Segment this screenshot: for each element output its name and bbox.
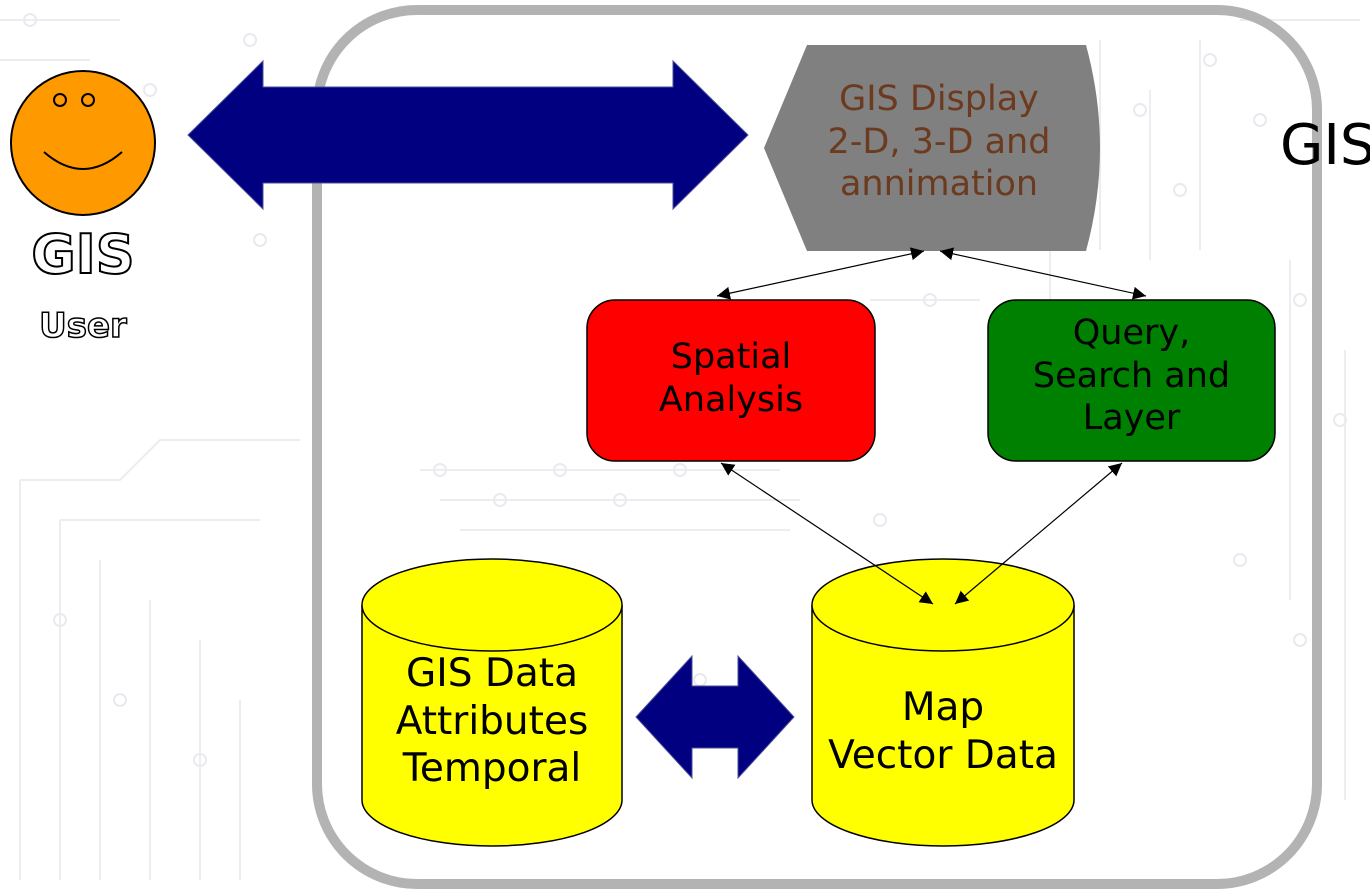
gis-display-label: GIS Display 2-D, 3-D and annimation xyxy=(764,78,1114,206)
spatial-analysis-label: Spatial Analysis xyxy=(587,336,875,421)
query-search-layer-label: Query, Search and Layer xyxy=(988,312,1275,440)
user-title-label: GIS xyxy=(30,222,135,287)
spatial-analysis-line-2: Analysis xyxy=(658,379,804,420)
gis-display-line-2: 2-D, 3-D and xyxy=(827,121,1051,162)
gis-data-line-3: Temporal xyxy=(402,746,582,792)
map-data-line-2: Vector Data xyxy=(828,732,1058,778)
spatial-analysis-line-1: Spatial xyxy=(670,337,792,377)
query-line-3: Layer xyxy=(1082,398,1181,439)
connector-spatial-display xyxy=(716,247,925,300)
gis-data-cylinder xyxy=(361,558,623,847)
gis-data-line-1: GIS Data xyxy=(406,651,578,696)
data-exchange-double-arrow xyxy=(635,654,795,780)
user-subtitle-label: User xyxy=(38,305,127,347)
connector-query-map xyxy=(954,462,1123,605)
gis-system-boundary xyxy=(312,5,1322,889)
query-line-1: Query, xyxy=(1072,313,1191,353)
connector-display-query xyxy=(939,247,1147,300)
connector-spatial-map xyxy=(720,462,934,605)
gis-data-line-2: Attributes xyxy=(395,698,589,744)
gis-display-line-3: annimation xyxy=(839,164,1039,205)
query-line-2: Search and xyxy=(1032,355,1231,396)
smiley-user-icon xyxy=(10,70,156,216)
gis-system-label: GIS xyxy=(1280,113,1370,178)
query-search-layer-box xyxy=(987,299,1276,462)
map-data-line-1: Map xyxy=(901,685,985,730)
spatial-analysis-box xyxy=(586,299,876,462)
gis-data-label: GIS Data Attributes Temporal xyxy=(362,650,622,793)
gis-display-shape xyxy=(764,45,1100,251)
map-vector-data-label: Map Vector Data xyxy=(806,684,1080,779)
user-display-double-arrow xyxy=(187,59,749,211)
gis-display-line-1: GIS Display xyxy=(839,79,1039,119)
